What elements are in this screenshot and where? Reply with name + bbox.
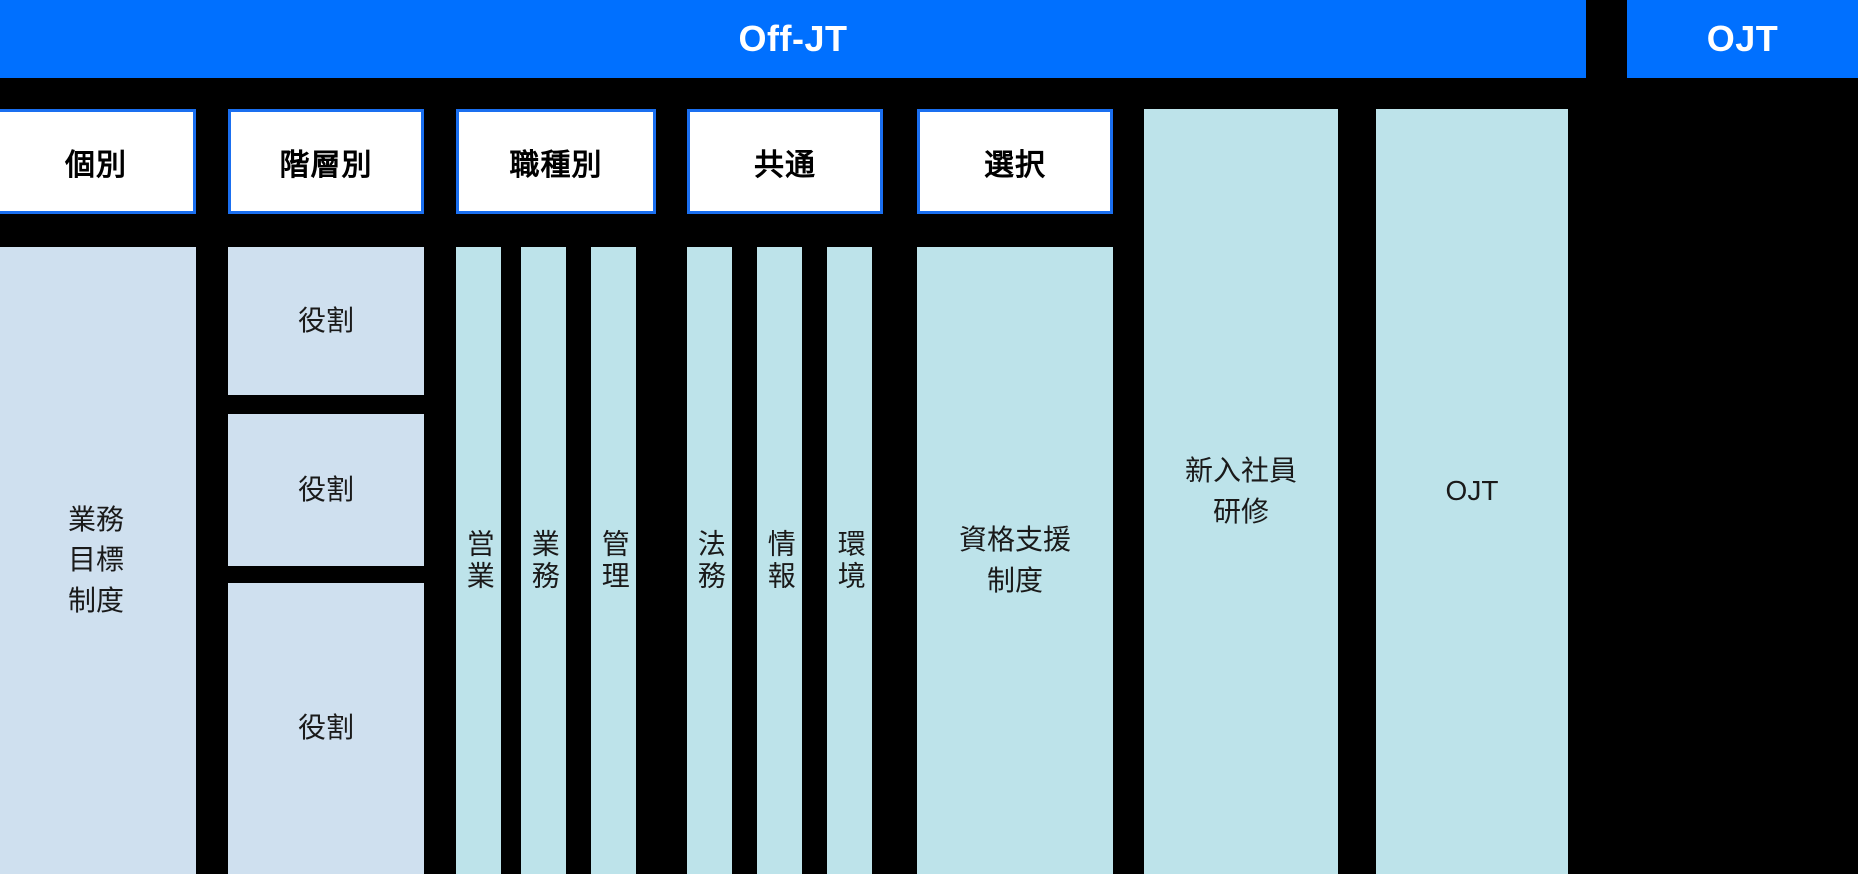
block-gyomu-mokuhyo-seido: 業務 目標 制度 — [0, 247, 196, 874]
category-label-sentaku: 選択 — [984, 148, 1046, 182]
block-yakuwari-3: 役割 — [228, 583, 424, 874]
category-box-kobetsu: 個別 — [0, 109, 196, 214]
block-shikaku-shien-seido: 資格支援 制度 — [917, 247, 1113, 874]
header-band-off-jt: Off-JT — [0, 0, 1586, 78]
block-gyomu: 業務 — [521, 247, 566, 874]
block-yakuwari-1: 役割 — [228, 247, 424, 395]
block-kanri: 管理 — [591, 247, 636, 874]
header-band-ojt-label: OJT — [1706, 18, 1779, 59]
category-box-shokushu: 職種別 — [456, 109, 656, 214]
category-label-kaisobetsu: 階層別 — [279, 148, 373, 182]
category-box-sentaku: 選択 — [917, 109, 1113, 214]
block-eigyo: 営業 — [456, 247, 501, 874]
header-band-ojt: OJT — [1627, 0, 1858, 78]
category-box-kaisobetsu: 階層別 — [228, 109, 424, 214]
block-homu: 法務 — [687, 247, 732, 874]
block-joho: 情報 — [757, 247, 802, 874]
block-yakuwari-2: 役割 — [228, 414, 424, 566]
category-label-kyotsu: 共通 — [754, 148, 816, 182]
block-ojt: OJT — [1376, 109, 1568, 874]
category-box-kyotsu: 共通 — [687, 109, 883, 214]
block-kankyo: 環境 — [827, 247, 872, 874]
header-band-off-jt-label: Off-JT — [738, 18, 848, 59]
category-label-kobetsu: 個別 — [65, 148, 127, 182]
category-label-shokushu: 職種別 — [509, 148, 603, 182]
block-shinnyu-shain-kenshu: 新入社員 研修 — [1144, 109, 1338, 874]
